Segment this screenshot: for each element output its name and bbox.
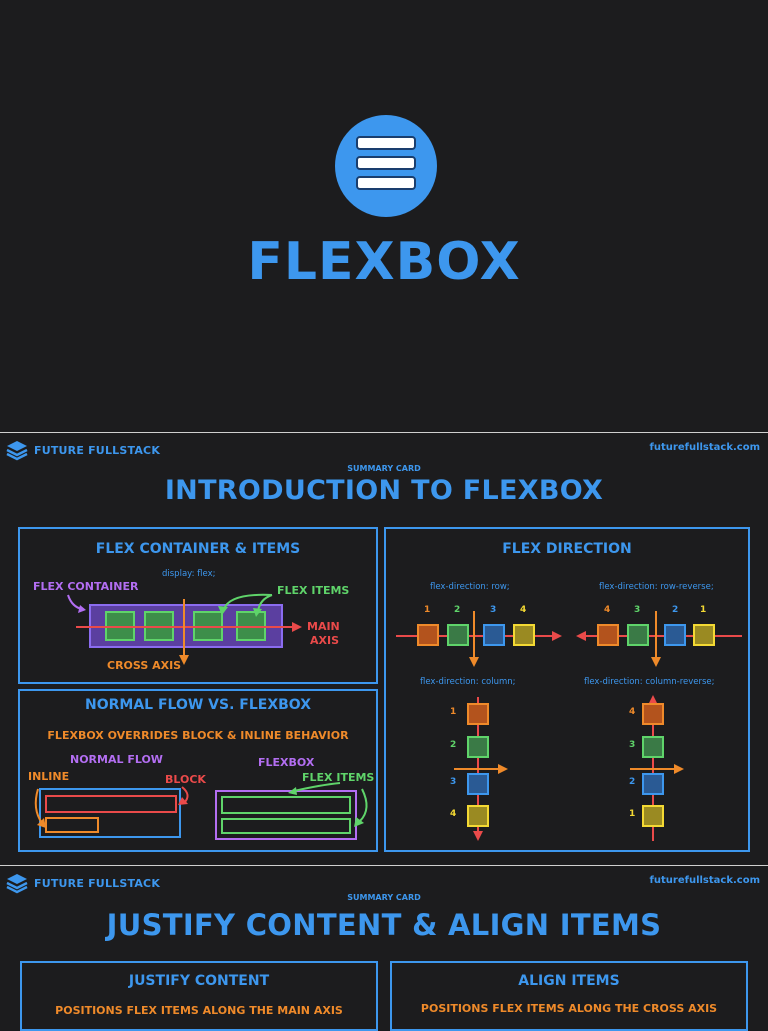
panel-flex-container: FLEX CONTAINER & ITEMS display: flex; FL… <box>18 527 378 684</box>
menu-lines-icon <box>335 115 437 217</box>
column-reverse-number: 3 <box>629 740 636 750</box>
code-column: flex-direction: column; <box>420 677 516 687</box>
normal-flow-label: NORMAL FLOW <box>70 753 163 766</box>
brand-name: FUTURE FULLSTACK <box>34 443 161 457</box>
column-number: 2 <box>450 740 457 750</box>
panel-title: FLEX CONTAINER & ITEMS <box>95 541 301 557</box>
row-number: 3 <box>490 605 497 615</box>
main-axis-label-2: AXIS <box>310 634 340 647</box>
code-row: flex-direction: row; <box>430 582 510 592</box>
divider <box>0 432 768 433</box>
row-number: 1 <box>424 605 431 615</box>
summary-card-intro: FUTURE FULLSTACK futurefullstack.com SUM… <box>0 433 768 865</box>
row-reverse-number: 2 <box>672 605 679 615</box>
normal-flow-diagram <box>34 782 368 840</box>
code-display-flex: display: flex; <box>162 569 216 579</box>
column-number: 3 <box>450 777 457 787</box>
cross-axis-label: CROSS AXIS <box>107 659 182 672</box>
block-label: BLOCK <box>165 773 206 786</box>
row-reverse-number: 4 <box>604 605 611 615</box>
layers-icon <box>6 874 28 894</box>
brand: FUTURE FULLSTACK <box>6 439 160 461</box>
row-reverse-number: 1 <box>700 605 707 615</box>
panel-normal-flow: NORMAL FLOW VS. FLEXBOX FLEXBOX OVERRIDE… <box>18 689 378 852</box>
panel-title: NORMAL FLOW VS. FLEXBOX <box>85 697 311 713</box>
flex-direction-diagram <box>396 611 742 841</box>
panel-subtitle: POSITIONS FLEX ITEMS ALONG THE CROSS AXI… <box>420 1002 718 1015</box>
hero-title: FLEXBOX <box>247 232 521 292</box>
panel-title: ALIGN ITEMS <box>518 973 620 989</box>
card-kicker: SUMMARY CARD <box>347 893 421 902</box>
code-column-reverse: flex-direction: column-reverse; <box>584 677 715 687</box>
panel-justify-content: JUSTIFY CONTENT POSITIONS FLEX ITEMS ALO… <box>20 961 378 1031</box>
panel-subtitle: POSITIONS FLEX ITEMS ALONG THE MAIN AXIS <box>55 1004 343 1017</box>
panel-subtitle: FLEXBOX OVERRIDES BLOCK & INLINE BEHAVIO… <box>47 729 349 742</box>
main-axis-label: MAIN <box>307 620 340 633</box>
inline-label: INLINE <box>28 770 70 783</box>
column-reverse-number: 4 <box>629 707 636 717</box>
panel-title: JUSTIFY CONTENT <box>128 973 270 989</box>
summary-card-justify-align: FUTURE FULLSTACK futurefullstack.com SUM… <box>0 866 768 1031</box>
column-number: 1 <box>450 707 457 717</box>
code-row-reverse: flex-direction: row-reverse; <box>599 582 714 592</box>
flex-items-label: FLEX ITEMS <box>302 771 375 784</box>
flex-container-diagram <box>67 593 302 665</box>
row-number: 2 <box>454 605 461 615</box>
card-kicker: SUMMARY CARD <box>347 464 421 473</box>
panel-flex-direction: FLEX DIRECTION flex-direction: row; flex… <box>384 527 750 852</box>
hero-section: FLEXBOX <box>0 0 768 432</box>
column-reverse-number: 1 <box>629 809 636 819</box>
layers-icon <box>6 441 28 461</box>
flexbox-label: FLEXBOX <box>258 756 315 769</box>
flex-container-label: FLEX CONTAINER <box>33 580 139 593</box>
card-title: INTRODUCTION TO FLEXBOX <box>164 475 604 506</box>
flex-items-label: FLEX ITEMS <box>277 584 350 597</box>
row-reverse-number: 3 <box>634 605 641 615</box>
brand-name: FUTURE FULLSTACK <box>34 876 161 890</box>
panel-title: FLEX DIRECTION <box>502 541 632 557</box>
row-number: 4 <box>520 605 527 615</box>
divider <box>0 865 768 866</box>
panel-align-items: ALIGN ITEMS POSITIONS FLEX ITEMS ALONG T… <box>390 961 748 1031</box>
column-reverse-number: 2 <box>629 777 636 787</box>
column-number: 4 <box>450 809 457 819</box>
brand: FUTURE FULLSTACK <box>6 872 160 894</box>
site-link[interactable]: futurefullstack.com <box>649 875 760 886</box>
site-link[interactable]: futurefullstack.com <box>649 442 760 453</box>
card-title: JUSTIFY CONTENT & ALIGN ITEMS <box>106 908 662 942</box>
